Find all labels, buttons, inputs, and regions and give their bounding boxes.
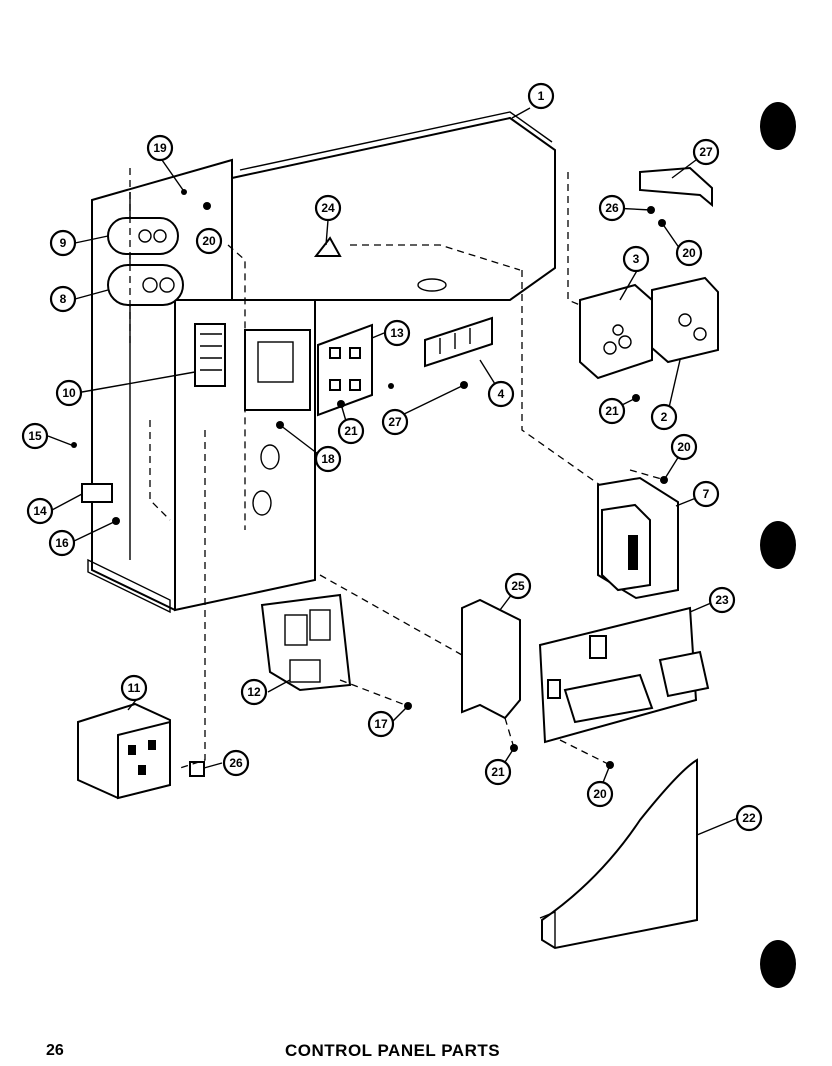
terminal-board-4 xyxy=(424,316,493,368)
svg-text:20: 20 xyxy=(202,234,216,248)
svg-text:3: 3 xyxy=(633,252,640,266)
svg-text:4: 4 xyxy=(498,387,505,401)
capacitor-8 xyxy=(107,264,184,306)
callout-4: 4 xyxy=(487,380,515,408)
callout-20-top-right: 20 xyxy=(675,239,703,267)
svg-text:13: 13 xyxy=(390,326,404,340)
callout-21-bottom: 21 xyxy=(484,758,512,786)
binder-hole-middle xyxy=(760,521,796,569)
svg-text:8: 8 xyxy=(60,292,67,306)
svg-text:23: 23 xyxy=(715,593,729,607)
callout-23: 23 xyxy=(708,586,736,614)
callout-21-right: 21 xyxy=(598,397,626,425)
callout-13: 13 xyxy=(383,319,411,347)
relay-2 xyxy=(651,276,719,364)
callout-20-bottom: 20 xyxy=(586,780,614,808)
svg-text:27: 27 xyxy=(699,145,713,159)
callout-8: 8 xyxy=(49,285,77,313)
terminal-block-10 xyxy=(194,323,226,387)
svg-text:12: 12 xyxy=(247,685,261,699)
svg-text:27: 27 xyxy=(388,415,402,429)
callout-20-right: 20 xyxy=(670,433,698,461)
transformer-7 xyxy=(597,476,679,600)
svg-text:21: 21 xyxy=(344,424,358,438)
clip-24 xyxy=(313,236,342,257)
svg-text:11: 11 xyxy=(128,681,141,695)
svg-text:26: 26 xyxy=(605,201,619,215)
callout-9: 9 xyxy=(49,229,77,257)
front-bracket-18 xyxy=(244,329,311,411)
svg-text:2: 2 xyxy=(661,410,668,424)
callout-14: 14 xyxy=(26,497,54,525)
svg-text:17: 17 xyxy=(374,717,388,731)
switch-14 xyxy=(81,483,113,503)
svg-text:22: 22 xyxy=(742,811,756,825)
callout-20: 20 xyxy=(195,227,223,255)
svg-text:20: 20 xyxy=(677,440,691,454)
svg-text:21: 21 xyxy=(491,765,505,779)
callout-26: 26 xyxy=(598,194,626,222)
callout-10: 10 xyxy=(55,379,83,407)
svg-text:9: 9 xyxy=(60,236,67,250)
page-number: 26 xyxy=(46,1042,64,1059)
callout-1: 1 xyxy=(527,82,555,110)
callout-26-bottom: 26 xyxy=(222,749,250,777)
callout-12: 12 xyxy=(240,678,268,706)
svg-text:15: 15 xyxy=(28,429,42,443)
relay-11 xyxy=(77,702,171,800)
binder-hole-bottom xyxy=(760,940,796,988)
callout-19: 19 xyxy=(146,134,174,162)
callout-15: 15 xyxy=(21,422,49,450)
svg-text:20: 20 xyxy=(682,246,696,260)
fastener-26 xyxy=(189,761,205,777)
control-board-23 xyxy=(538,606,710,744)
svg-text:21: 21 xyxy=(605,404,619,418)
callout-22: 22 xyxy=(735,804,763,832)
page-title: CONTROL PANEL PARTS xyxy=(285,1041,501,1060)
callout-27-top: 27 xyxy=(692,138,720,166)
callout-16: 16 xyxy=(48,529,76,557)
bracket-25 xyxy=(461,598,521,720)
svg-text:1: 1 xyxy=(538,89,545,103)
binder-hole-top xyxy=(760,102,796,150)
mounting-plate-13 xyxy=(317,323,373,417)
callout-25: 25 xyxy=(504,572,532,600)
callout-17: 17 xyxy=(367,710,395,738)
assembly-lines xyxy=(129,168,666,769)
callout-21: 21 xyxy=(337,417,365,445)
svg-text:26: 26 xyxy=(229,756,243,770)
svg-text:7: 7 xyxy=(703,487,710,501)
svg-text:14: 14 xyxy=(33,504,47,518)
callout-3: 3 xyxy=(622,245,650,273)
svg-text:10: 10 xyxy=(62,386,76,400)
svg-text:20: 20 xyxy=(593,787,607,801)
callout-2: 2 xyxy=(650,403,678,431)
capacitor-9 xyxy=(107,217,179,255)
svg-text:24: 24 xyxy=(321,201,335,215)
callout-11: 11 xyxy=(120,674,148,702)
svg-text:16: 16 xyxy=(55,536,69,550)
callout-18: 18 xyxy=(314,445,342,473)
panel-22 xyxy=(541,758,698,950)
svg-text:18: 18 xyxy=(321,452,335,466)
svg-text:25: 25 xyxy=(511,579,525,593)
callout-24: 24 xyxy=(314,194,342,222)
callout-7: 7 xyxy=(692,480,720,508)
contactor-12 xyxy=(260,593,352,692)
relay-3 xyxy=(579,283,653,380)
svg-text:19: 19 xyxy=(153,141,167,155)
callout-27: 27 xyxy=(381,408,409,436)
bracket-27 xyxy=(639,166,713,208)
